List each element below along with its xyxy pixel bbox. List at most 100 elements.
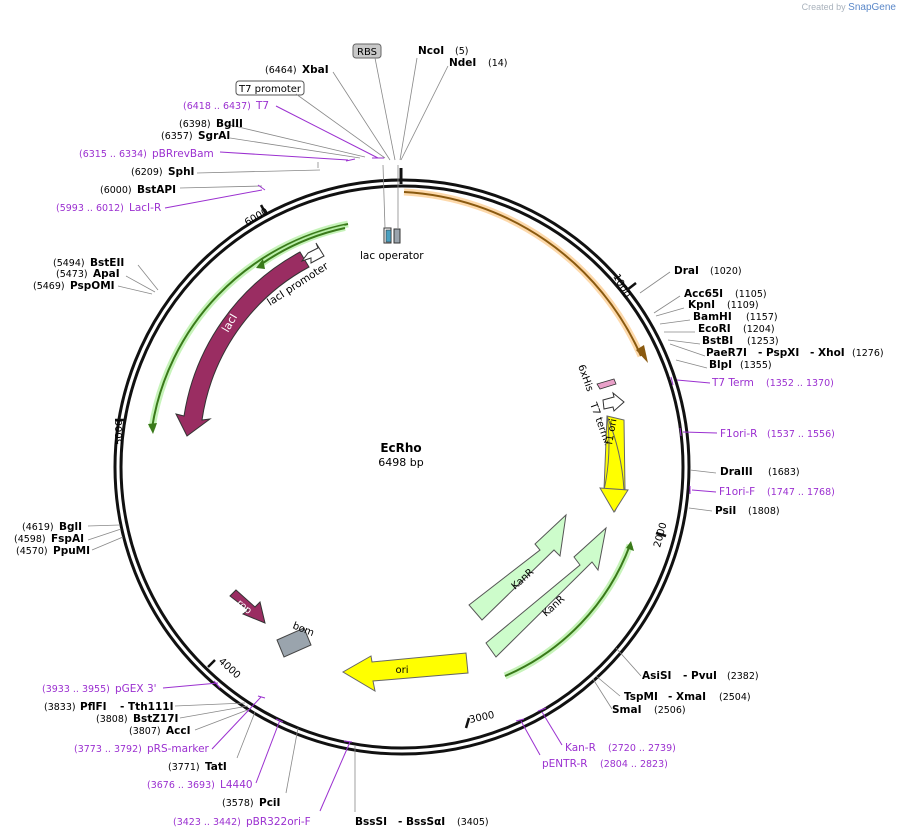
enzyme-bstz17i: BstZ17I [133, 713, 178, 725]
primer-pentr-r-pos: (2804 .. 2823) [600, 759, 668, 770]
enzyme-xmai: - XmaI [668, 691, 706, 703]
tick-3000: 3000 [468, 710, 495, 726]
enzyme-fspai-pos: (4598) [14, 534, 46, 545]
enzyme-psii: PsiI [715, 505, 736, 517]
rop-feature [229, 589, 266, 624]
enzyme-bgli-pos: (4619) [22, 522, 54, 533]
enzyme-tth111i: - Tth111I [120, 701, 174, 713]
enzyme-acc65i-pos: (1105) [735, 289, 767, 300]
enzyme-bsteii: BstEII [90, 257, 124, 269]
enzyme-sphi: SphI [168, 166, 194, 178]
t7-promoter-label: T7 promoter [238, 84, 302, 95]
primer-t7-pos: (6418 .. 6437) [183, 101, 251, 112]
enzyme-bamhi: BamHI [693, 311, 732, 323]
backbone-inner [119, 184, 685, 750]
enzyme-blpi: BlpI [709, 359, 732, 371]
enzyme-pspomi-pos: (5469) [33, 281, 65, 292]
primer-pgex: pGEX 3' [115, 683, 157, 695]
enzyme-apai-pos: (5473) [56, 269, 88, 280]
lac-operator-box3 [393, 228, 401, 244]
enzyme-bglii: BglII [216, 118, 243, 130]
enzyme-ppumi: PpuMI [53, 545, 90, 557]
enzyme-bsssai: - BssSαI [398, 816, 445, 828]
kanr-feature-1 [468, 513, 567, 621]
enzyme-acci-pos: (3807) [129, 726, 161, 737]
ori-label: ori [395, 665, 408, 676]
enzyme-pflfi-pos: (3833) [44, 702, 76, 713]
orf-arc [403, 191, 642, 357]
tick-5000: 5000 [114, 420, 125, 445]
enzyme-ncoi-pos: (5) [455, 46, 468, 57]
primer-pbrrevbam-pos: (6315 .. 6334) [79, 149, 147, 160]
enzyme-draiii-pos: (1683) [768, 467, 800, 478]
tick-2000: 2000 [652, 521, 669, 548]
right-primer-leaders [515, 376, 718, 756]
primer-l4440: L4440 [220, 779, 253, 791]
primer-pentr-r: pENTR-R [542, 758, 588, 770]
enzyme-drai: DraI [674, 265, 699, 277]
enzyme-bstapi: BstAPI [137, 184, 176, 196]
top-primer-leaders [164, 105, 384, 209]
enzyme-draiii: DraIII [720, 466, 753, 478]
enzyme-xhoi: - XhoI [810, 347, 845, 359]
enzyme-bsssi-pos: (3405) [457, 817, 489, 828]
primer-f1ori-f: F1ori-F [719, 486, 755, 498]
enzyme-paer7i: PaeR7I [706, 347, 747, 359]
kanr-feature-2 [485, 526, 607, 658]
credit-prefix: Created by [801, 2, 846, 12]
primer-pbr322ori-f-pos: (3423 .. 3442) [173, 817, 241, 828]
enzyme-bstapi-pos: (6000) [100, 185, 132, 196]
top-leaders [179, 57, 449, 229]
enzyme-pvui: - PvuI [683, 670, 717, 682]
enzyme-tspmi-pos: (2504) [719, 692, 751, 703]
enzyme-ndei: NdeI [449, 57, 476, 69]
primer-kan-r-pos: (2720 .. 2739) [608, 743, 676, 754]
t7-terminator-feature [602, 391, 625, 412]
primer-kan-r: Kan-R [565, 742, 596, 754]
enzyme-pcii-pos: (3578) [222, 798, 254, 809]
laci-orf-arc [151, 223, 349, 429]
enzyme-sphi-pos: (6209) [131, 167, 163, 178]
enzyme-bsssi: BssSI [355, 816, 387, 828]
primer-pbr322ori-f: pBR322ori-F [246, 816, 311, 828]
enzyme-asisi: AsiSI [642, 670, 671, 682]
enzyme-asisi-pos: (2382) [727, 671, 759, 682]
primer-f1ori-r-pos: (1537 .. 1556) [767, 429, 835, 440]
primer-laci-r: LacI-R [129, 202, 161, 214]
rbs-label: RBS [357, 47, 377, 58]
his-tag-feature [596, 378, 617, 390]
tick-marks [115, 204, 667, 729]
primer-l4440-pos: (3676 .. 3693) [147, 780, 215, 791]
snapgene-logo: SnapGene [848, 2, 896, 13]
enzyme-bgli: BglI [59, 521, 82, 533]
laci-orf-arrowhead [148, 423, 157, 434]
right-leaders [592, 271, 717, 710]
enzyme-acci: AccI [166, 725, 190, 737]
orf-arrowhead [636, 345, 648, 363]
enzyme-apai: ApaI [93, 268, 120, 280]
ori-feature [342, 652, 469, 693]
enzyme-bstz17i-pos: (3808) [96, 714, 128, 725]
enzyme-kpni: KpnI [688, 299, 715, 311]
left-leaders [87, 264, 299, 794]
enzyme-acc65i: Acc65I [684, 288, 723, 300]
enzyme-bstbi-pos: (1253) [747, 336, 779, 347]
primer-t7term: T7 Term [711, 377, 754, 389]
enzyme-ndei-pos: (14) [488, 58, 508, 69]
enzyme-psii-pos: (1808) [748, 506, 780, 517]
f1-ori-label: f1 ori [604, 418, 619, 446]
primer-laci-r-pos: (5993 .. 6012) [56, 203, 124, 214]
enzyme-smai-pos: (2506) [654, 705, 686, 716]
enzyme-bsteii-pos: (5494) [53, 258, 85, 269]
primer-prs-marker: pRS-marker [147, 743, 210, 755]
snapgene-credit: Created by SnapGene [802, 2, 896, 13]
enzyme-drai-pos: (1020) [710, 266, 742, 277]
laci-small-arrowhead [256, 259, 265, 269]
primer-f1ori-f-pos: (1747 .. 1768) [767, 487, 835, 498]
primer-pbrrevbam: pBRrevBam [152, 148, 214, 160]
enzyme-tati: TatI [205, 761, 227, 773]
enzyme-bstbi: BstBI [702, 335, 733, 347]
kanr-orf-arrowhead [626, 541, 634, 551]
laci-small-arc [259, 227, 346, 266]
lac-operator-box2 [385, 229, 392, 243]
